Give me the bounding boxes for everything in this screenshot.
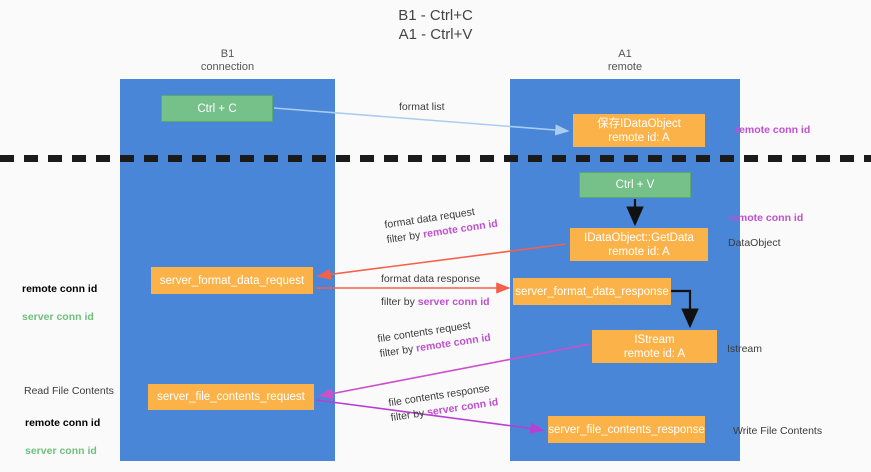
filter-prefix: filter by (378, 342, 418, 361)
node-idataobject-getdata[interactable]: IDataObject::GetData remote id: A (570, 228, 708, 261)
annotation-remote-conn-id-top: remote conn id (735, 124, 811, 136)
annotation-remote-conn-id-mid: remote conn id (728, 212, 804, 224)
node-server-format-data-request[interactable]: server_format_data_request (151, 267, 313, 294)
filter-prefix: filter by (389, 406, 429, 425)
edge-label-format-data-response: format data response filter by server co… (381, 272, 490, 310)
edge-label-format-list: format list (399, 100, 445, 115)
page-title: B1 - Ctrl+C A1 - Ctrl+V (398, 7, 473, 43)
node-server-file-contents-request[interactable]: server_file_contents_request (148, 384, 314, 410)
edge-label-format-data-request: format data request filter by remote con… (384, 202, 499, 248)
node-server-format-data-response[interactable]: server_format_data_response (513, 278, 671, 305)
edge-label-format-list-text: format list (399, 101, 445, 113)
edge-label-file-contents-request: file contents request filter by remote c… (377, 316, 492, 362)
lane-header-b1: B1 connection (200, 48, 255, 73)
node-ctrl-v[interactable]: Ctrl + V (579, 172, 691, 198)
annotation-left-conn-ids-2: remote conn id server conn id (25, 402, 100, 472)
annotation-write-file-contents: Write File Contents (733, 425, 823, 437)
node-ctrl-c[interactable]: Ctrl + C (161, 95, 273, 122)
phase-divider (0, 155, 871, 162)
edge-label-file-contents-response: file contents response filter by server … (388, 380, 500, 426)
annotation-left-remote-conn-id: remote conn id (22, 283, 98, 295)
node-istream[interactable]: IStream remote id: A (592, 330, 717, 363)
node-server-file-contents-response[interactable]: server_file_contents_response (548, 416, 705, 443)
annotation-istream: Istream (727, 343, 763, 355)
node-idataobject[interactable]: 保存IDataObject remote id: A (573, 114, 705, 147)
annotation-read-file-contents: Read File Contents (24, 385, 114, 397)
annotation-left-server-conn-id-2: server conn id (25, 445, 97, 457)
annotation-left-remote-conn-id-2: remote conn id (25, 417, 101, 429)
annotation-left-conn-ids: remote conn id server conn id (22, 268, 97, 338)
edge-label-line1: format data response (381, 273, 481, 285)
filter-prefix: filter by (381, 296, 418, 308)
lane-header-a1: A1 remote (607, 48, 643, 73)
annotation-left-server-conn-id: server conn id (22, 311, 94, 323)
annotation-data-object: DataObject (728, 237, 781, 249)
edge-label-filter: filter by server conn id (381, 295, 490, 310)
filter-key-server-conn-id: server conn id (417, 296, 490, 308)
filter-prefix: filter by (385, 228, 425, 247)
